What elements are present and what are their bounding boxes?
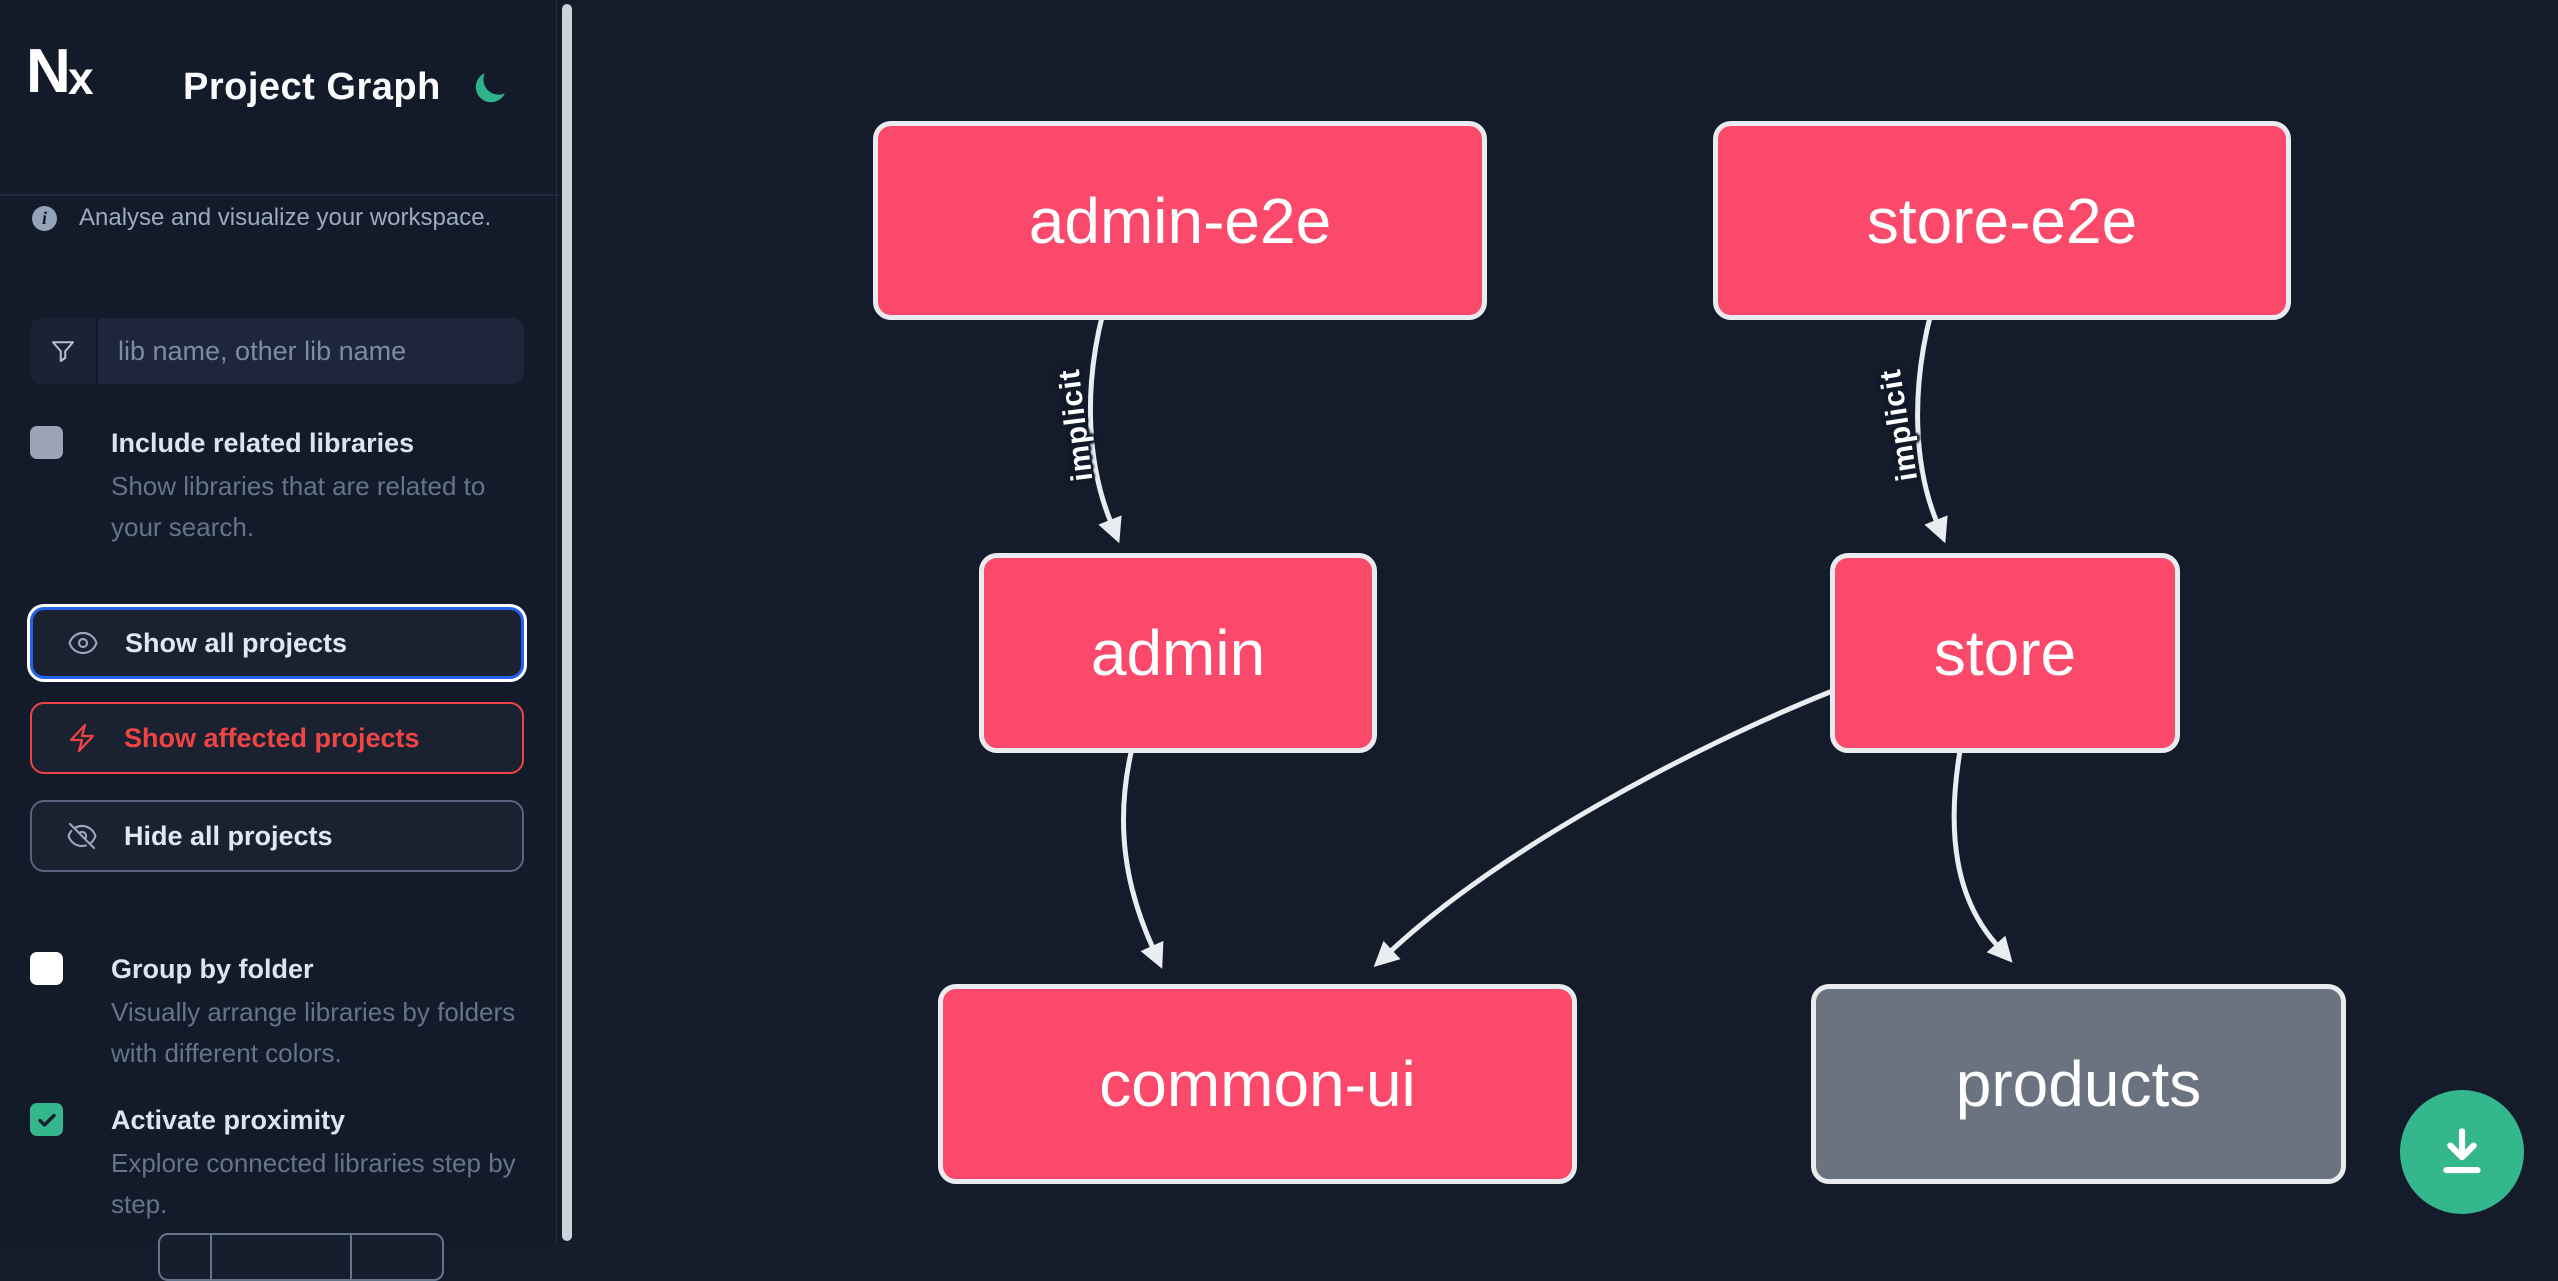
dependency-edges-layer: [1087, 310, 2013, 969]
sidebar-scrollbar-thumb[interactable]: [562, 4, 572, 1241]
graph-node-products[interactable]: products: [1811, 984, 2346, 1184]
search-input[interactable]: [98, 318, 524, 384]
nx-logo: N x: [26, 37, 94, 106]
activate-proximity-description: Explore connected libraries step by step…: [111, 1148, 516, 1219]
sidebar: N x Project Graph i Analyse and visualiz…: [0, 0, 560, 1281]
include-related-description: Show libraries that are related to your …: [111, 471, 486, 542]
include-related-checkbox[interactable]: [30, 426, 63, 459]
show-affected-projects-label: Show affected projects: [124, 722, 420, 753]
graph-node-store[interactable]: store: [1830, 553, 2180, 753]
proximity-decrement-button[interactable]: [160, 1235, 210, 1279]
eye-slash-icon: [67, 822, 97, 850]
graph-node-common-ui[interactable]: common-ui: [938, 984, 1577, 1184]
save-image-button[interactable]: [2400, 1090, 2524, 1214]
include-related-label: Include related libraries: [111, 428, 415, 458]
group-by-folder-description: Visually arrange libraries by folders wi…: [111, 997, 516, 1068]
include-related-option: Include related libraries Show libraries…: [30, 424, 530, 548]
edge-store-e2e-store[interactable]: [1915, 310, 1948, 544]
funnel-icon: [52, 341, 74, 362]
tagline-text: Analyse and visualize your workspace.: [79, 204, 492, 231]
workspace-info: i Analyse and visualize your workspace.: [32, 204, 532, 232]
group-by-folder-option: Group by folder Visually arrange librari…: [30, 950, 530, 1074]
group-by-folder-label: Group by folder: [111, 954, 314, 984]
edge-store-products[interactable]: [1951, 742, 2013, 963]
show-all-projects-label: Show all projects: [125, 627, 348, 658]
graph-node-store-e2e[interactable]: store-e2e: [1713, 121, 2291, 320]
show-affected-projects-button[interactable]: Show affected projects: [30, 702, 524, 774]
proximity-value: [210, 1235, 350, 1279]
proximity-increment-button[interactable]: [350, 1235, 442, 1279]
bolt-icon: [69, 723, 95, 753]
page-title: Project Graph: [183, 66, 441, 108]
library-filter: [30, 318, 524, 384]
header-divider: [0, 194, 560, 196]
edge-admin-common-ui[interactable]: [1120, 741, 1164, 969]
graph-node-admin[interactable]: admin: [979, 553, 1377, 753]
graph-node-admin-e2e[interactable]: admin-e2e: [873, 121, 1487, 320]
check-icon: [37, 1113, 56, 1127]
proximity-stepper: [158, 1233, 444, 1281]
svg-text:N: N: [26, 37, 71, 106]
edge-admin-e2e-admin[interactable]: [1087, 310, 1122, 544]
download-icon: [2443, 1128, 2481, 1174]
edge-store-common-ui[interactable]: [1373, 689, 1833, 967]
activate-proximity-option: Activate proximity Explore connected lib…: [30, 1101, 530, 1225]
svg-text:x: x: [68, 52, 94, 104]
eye-icon: [68, 631, 98, 655]
activate-proximity-checkbox[interactable]: [30, 1103, 63, 1136]
activate-proximity-label: Activate proximity: [111, 1105, 346, 1135]
theme-toggle-button[interactable]: [472, 68, 510, 106]
info-icon: i: [32, 205, 57, 231]
show-all-projects-button[interactable]: Show all projects: [30, 607, 524, 679]
moon-icon: [475, 73, 505, 103]
sidebar-scrollbar: [556, 0, 573, 1245]
group-by-folder-checkbox[interactable]: [30, 952, 63, 985]
filter-icon-cell: [30, 318, 98, 384]
hide-all-projects-button[interactable]: Hide all projects: [30, 800, 524, 872]
hide-all-projects-label: Hide all projects: [124, 820, 333, 851]
